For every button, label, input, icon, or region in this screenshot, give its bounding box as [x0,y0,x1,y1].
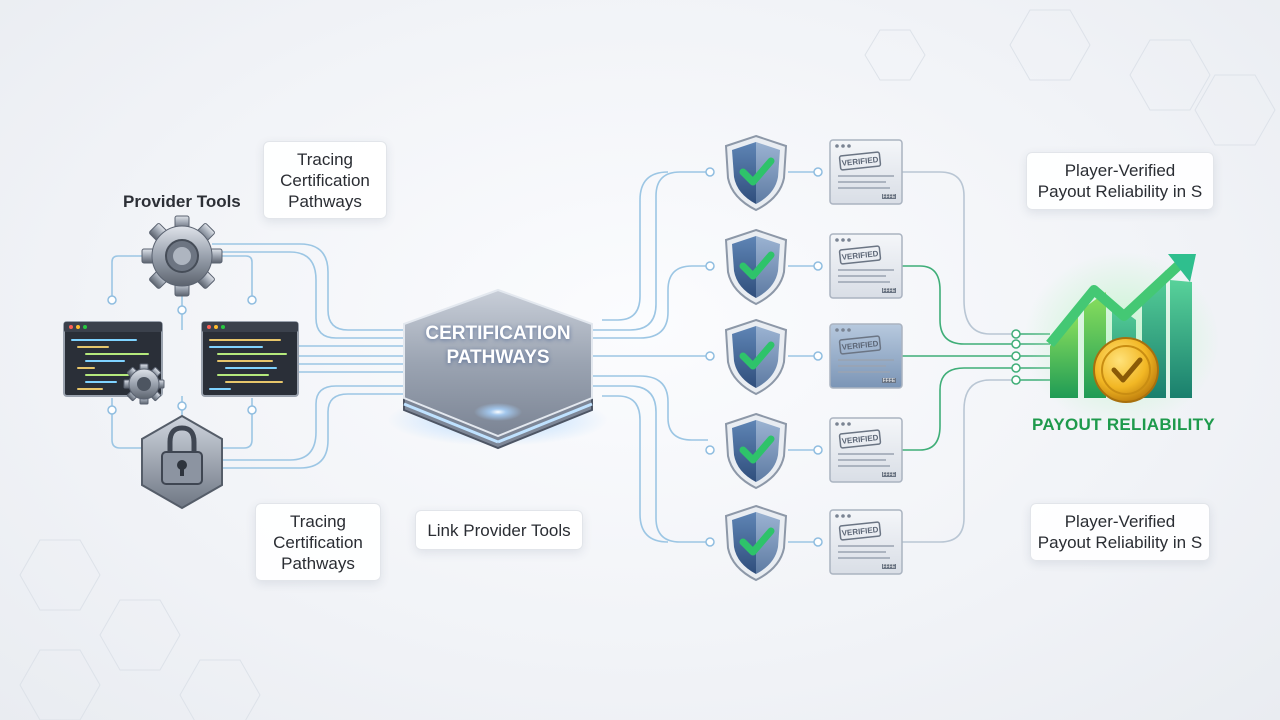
player-verified-top-line1: Player-Verified [1064,161,1176,180]
tracing-certification-box-top: Tracing Certification Pathways [263,141,387,219]
hub-title-line1: CERTIFICATION [425,323,571,344]
verified-stamp-text: VERIFIED [841,339,879,352]
document-footer-text: FFFE [883,288,896,294]
player-verified-box-top: Player-Verified Payout Reliability in S [1026,152,1214,210]
player-verified-bottom-line2: Payout Reliability in S [1037,533,1203,552]
left-connector-nodes [107,295,257,415]
verified-document-icon: VERIFIED FFFE [829,233,903,299]
verified-stamp-text: VERIFIED [841,433,879,446]
code-window-icon [201,321,299,397]
verified-stamp-text: VERIFIED [841,525,879,538]
verified-document-icon: VERIFIED FFFE [829,417,903,483]
verified-document-icon: VERIFIED FFFE [829,139,903,205]
tracing-top-line1: Tracing [296,149,354,169]
player-verified-top-line2: Payout Reliability in S [1037,182,1203,201]
small-gear-icon [123,363,165,405]
connector-nodes-right [705,167,823,547]
tracing-bottom-line3: Pathways [281,553,355,573]
shield-icons [724,134,788,582]
certification-hub [388,288,608,450]
tracing-top-line2: Certification [280,170,370,190]
payout-reliability-label: PAYOUT RELIABILITY [1032,415,1215,434]
hub-to-shield-connectors [592,171,708,543]
coin-check-icon [1093,337,1159,403]
shield-check-icon [724,228,788,306]
provider-tools-label: Provider Tools [123,192,241,211]
document-footer-text: FFFE [883,378,896,384]
link-provider-tools-label: Link Provider Tools [427,520,571,540]
document-footer-text: FFFE [883,472,896,478]
shield-check-icon [724,134,788,212]
verified-document-icon: VERIFIED FFFE [829,509,903,575]
tracing-certification-box-bottom: Tracing Certification Pathways [255,503,381,581]
shield-check-icon [724,318,788,396]
shield-check-icon [724,412,788,490]
document-footer-text: FFFE [883,564,896,570]
verified-stamp-text: VERIFIED [841,155,879,168]
tracing-top-line3: Pathways [288,191,362,211]
tracing-bottom-line2: Certification [273,532,363,552]
link-provider-tools-box: Link Provider Tools [415,510,583,550]
background-hex-pattern [19,9,1276,720]
payout-input-nodes [1011,329,1021,385]
player-verified-box-bottom: Player-Verified Payout Reliability in S [1030,503,1210,561]
hub-title-line2: PATHWAYS [446,347,550,368]
shield-check-icon [724,504,788,582]
document-icons: VERIFIEDFFFEVERIFIEDFFFEVERIFIEDFFFEVERI… [829,139,903,575]
hub-title: CERTIFICATION PATHWAYS [400,322,596,370]
document-footer-text: FFFE [883,194,896,200]
gear-icon [141,215,223,297]
padlock-icon [141,414,223,510]
shield-to-doc-connectors [788,171,816,543]
verified-stamp-text: VERIFIED [841,249,879,262]
tracing-bottom-line1: Tracing [289,511,347,531]
player-verified-bottom-line1: Player-Verified [1064,512,1176,531]
verified-document-icon: VERIFIED FFFE [829,323,903,389]
